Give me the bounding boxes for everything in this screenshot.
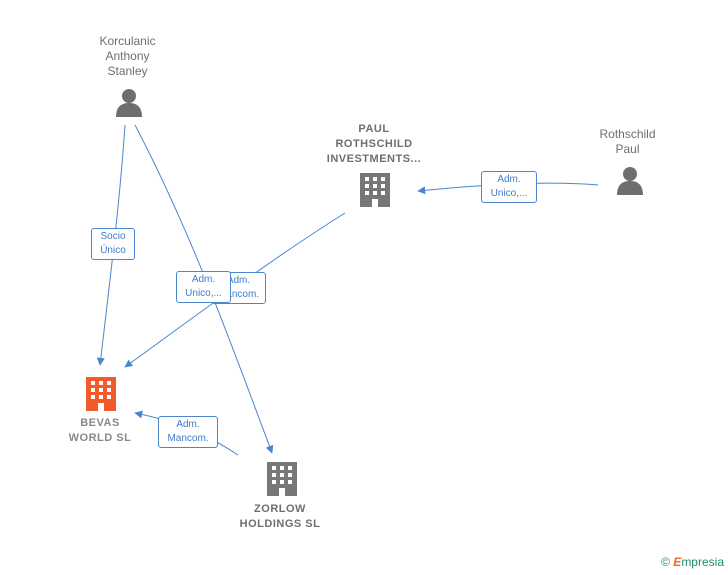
edge-label-adm-unico[interactable]: Adm. Unico,... <box>481 171 537 203</box>
edge-label-adm-unico[interactable]: Adm. Unico,... <box>176 271 231 303</box>
person-icon[interactable] <box>617 167 643 195</box>
node-label-zorlow-holdings[interactable]: ZORLOW HOLDINGS SL <box>239 503 321 530</box>
building-icon-primary[interactable] <box>86 377 116 411</box>
node-label-bevas-world[interactable]: BEVAS WORLD SL <box>68 417 132 444</box>
brand-initial: E <box>673 555 682 569</box>
person-icon[interactable] <box>116 89 142 117</box>
brand-footer: © Empresia <box>661 555 724 569</box>
building-icon[interactable] <box>360 173 390 207</box>
copyright-symbol: © <box>661 555 670 569</box>
building-icon[interactable] <box>267 462 297 496</box>
node-label-paul-rothschild-investments[interactable]: PAUL ROTHSCHILD INVESTMENTS... <box>326 123 422 165</box>
edge-label-socio-unico[interactable]: Socio Único <box>91 228 135 260</box>
node-label-korculanic[interactable]: Korculanic Anthony Stanley <box>99 34 156 78</box>
edge-label-adm-mancom[interactable]: Adm. Mancom. <box>158 416 218 448</box>
brand-name: mpresia <box>681 555 724 569</box>
node-label-rothschild-paul[interactable]: Rothschild Paul <box>599 127 656 156</box>
